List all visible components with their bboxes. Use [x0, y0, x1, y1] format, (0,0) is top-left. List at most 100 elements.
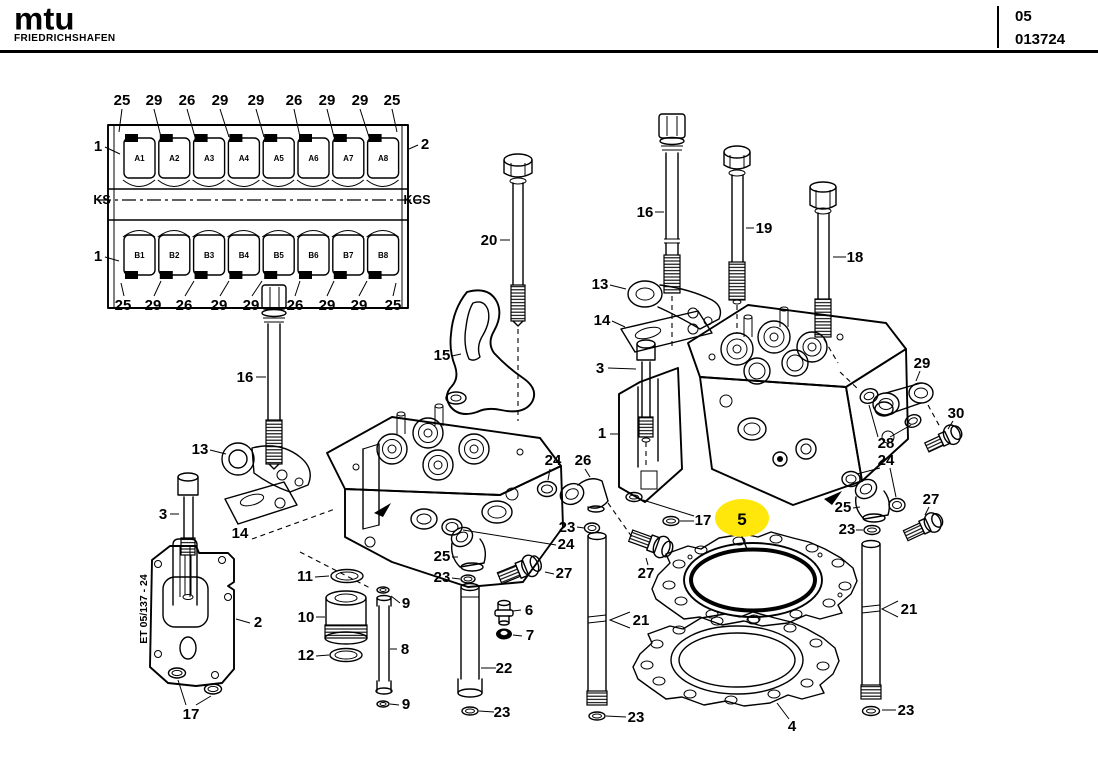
right-cylinder-head	[687, 304, 909, 506]
part-plug-27-left: 27	[496, 554, 572, 585]
cell-a8: A8	[378, 154, 389, 163]
callout-orings17-left: 17	[177, 679, 212, 723]
callout-seals24-right: 24	[856, 452, 897, 498]
mtu-logo: mtu FRIEDRICHSHAFEN	[0, 0, 116, 44]
svg-text:30: 30	[948, 405, 965, 422]
callout-oring23-tube22: 23	[478, 704, 510, 721]
label-2: 2	[421, 136, 429, 153]
valve-springs-right	[720, 306, 828, 385]
callout-oring23-left-b: 23	[559, 519, 576, 536]
svg-text:4: 4	[788, 718, 797, 735]
part-bolt-19: 19	[723, 145, 772, 333]
svg-text:9: 9	[402, 696, 410, 713]
cell-b8: B8	[378, 251, 389, 260]
construction-lines	[607, 442, 647, 538]
highlighted-callout-5[interactable]: 5	[715, 499, 769, 550]
svg-text:16: 16	[237, 369, 254, 386]
part-nut-7: 7	[496, 627, 534, 644]
cell-a1: A1	[134, 154, 145, 163]
svg-text:6: 6	[525, 602, 533, 619]
callout-oring23-center: 23	[605, 709, 645, 726]
svg-text:20: 20	[481, 232, 498, 249]
cell-a5: A5	[274, 154, 285, 163]
page-header: mtu FRIEDRICHSHAFEN 05 013724	[0, 0, 1098, 53]
callout-25: 25	[115, 297, 132, 314]
axis-ks: KS	[93, 193, 110, 207]
direction-arrow-right	[824, 491, 842, 505]
callout-seal24-left-a: 24	[545, 452, 562, 481]
exploded-parts-diagram: A1 A2 A3 A4 A5 A6 A7 A8 B1 B2 B3 B4 B5 B…	[93, 92, 965, 735]
callout-gasket4: 4	[776, 702, 797, 735]
callout-bolt20: 20	[481, 232, 510, 249]
svg-text:18: 18	[847, 249, 864, 266]
cell-b4: B4	[239, 251, 250, 260]
svg-text:24: 24	[878, 452, 895, 469]
schematic-callouts-top: 25 29 26 29 29 26 29 29 25	[114, 92, 400, 138]
svg-text:27: 27	[638, 565, 655, 582]
svg-text:2: 2	[254, 614, 262, 631]
svg-text:1: 1	[598, 425, 606, 442]
label-1-top: 1	[94, 138, 102, 155]
svg-text:23: 23	[898, 702, 915, 719]
part-tube-8: 9 8 9	[375, 586, 410, 713]
part-bolt-30: 30	[923, 404, 965, 453]
valve-springs-left	[376, 403, 490, 481]
part-plug-27-right: 27	[902, 491, 944, 542]
sheet-note: ET 05/137 - 24	[138, 574, 150, 644]
part-screw-3-left: 3	[159, 472, 199, 600]
cell-a3: A3	[204, 154, 215, 163]
catalog-group: 05	[1015, 8, 1032, 25]
svg-text:22: 22	[496, 660, 513, 677]
svg-text:16: 16	[637, 204, 654, 221]
part-cover-1: 1	[598, 367, 683, 503]
svg-text:17: 17	[695, 512, 712, 529]
callout-26: 26	[176, 297, 193, 314]
callout-oring23-elbow25: 23	[434, 569, 461, 586]
svg-text:13: 13	[592, 276, 609, 293]
part-sleeve-10: 10	[298, 590, 368, 645]
callout-bolt18: 18	[833, 249, 863, 266]
callout-29: 29	[319, 297, 336, 314]
callout-cover2: 2	[235, 614, 262, 631]
svg-text:7: 7	[526, 627, 534, 644]
part-orings-17-left: 17	[167, 667, 223, 723]
schematic-callouts-bottom: 25 29 26 29 29 26 29 29 25	[115, 280, 401, 314]
callout-oring23-right-a: 23	[839, 521, 863, 538]
highlight-ellipse[interactable]	[715, 499, 769, 537]
callout-sleeve10: 10	[298, 609, 315, 626]
callout-bracket13-right: 13	[592, 276, 627, 293]
svg-text:23: 23	[628, 709, 645, 726]
highlighted-part-number[interactable]: 5	[737, 510, 746, 529]
callout-banjo29: 29	[914, 355, 930, 382]
gasket-4-holes	[640, 614, 830, 705]
callout-plate14-left: 14	[232, 525, 249, 542]
part-elbow-26-left: 24 26	[536, 452, 609, 513]
cylinder-bank-schematic: A1 A2 A3 A4 A5 A6 A7 A8 B1 B2 B3 B4 B5 B…	[93, 92, 430, 314]
callout-29: 29	[243, 297, 260, 314]
callout-elbow25-right: 25	[835, 499, 861, 516]
callout-29: 29	[319, 92, 336, 109]
svg-text:26: 26	[575, 452, 592, 469]
cell-b2: B2	[169, 251, 180, 260]
callout-29: 29	[212, 92, 229, 109]
callout-seals28: 28	[868, 404, 912, 452]
part-bolt-18: 18	[809, 181, 863, 364]
callout-oring12: 12	[298, 647, 315, 664]
svg-text:23: 23	[434, 569, 451, 586]
callout-29: 29	[146, 92, 163, 109]
part-oring-23-left-b: 23	[559, 519, 601, 536]
callout-29: 29	[145, 297, 162, 314]
mtu-logo-text: mtu	[14, 0, 75, 37]
part-seals-28-banjo-29: 29 28	[839, 355, 934, 452]
part-gasket-5: 5	[651, 499, 858, 627]
callout-cover1: 1	[598, 425, 618, 442]
part-bolt-16-right: 16	[637, 113, 686, 349]
cell-a4: A4	[239, 154, 250, 163]
left-cylinder-head	[326, 403, 564, 588]
callout-oring11: 11	[297, 568, 313, 585]
callout-oring23-right-b: 23	[882, 702, 914, 719]
svg-text:17: 17	[183, 706, 200, 723]
part-tube-21-center: 21 23	[586, 531, 649, 726]
callout-bracket13-left: 13	[192, 441, 227, 458]
part-fitting-6: 6	[494, 599, 533, 626]
